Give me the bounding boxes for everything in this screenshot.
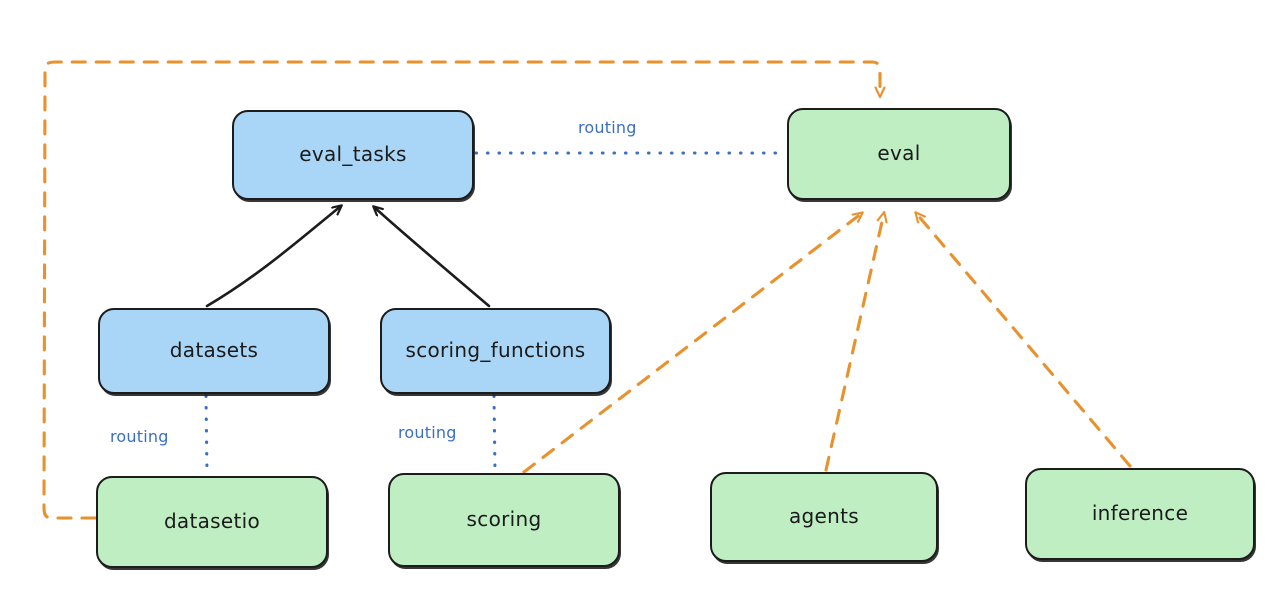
node-datasets[interactable]: datasets (98, 308, 330, 394)
node-label: eval_tasks (299, 142, 407, 166)
node-inference[interactable]: inference (1025, 468, 1255, 560)
node-scoring[interactable]: scoring (388, 473, 620, 567)
node-datasetio[interactable]: datasetio (96, 476, 328, 568)
node-eval-tasks[interactable]: eval_tasks (232, 110, 474, 200)
node-label: inference (1091, 501, 1189, 525)
edge-label-routing-eval-tasks-eval: routing (578, 118, 637, 137)
edge-inference-to-eval-dependency (916, 213, 1132, 468)
edge-datasets-to-eval-tasks (205, 206, 341, 308)
edge-datasets-to-datasetio-routing (204, 394, 209, 476)
node-label: scoring (466, 507, 542, 531)
edge-label-routing-datasets-datasetio: routing (110, 427, 169, 446)
node-label: scoring_functions (405, 338, 586, 362)
node-label: datasetio (163, 509, 261, 533)
edge-label-routing-scoring-functions-scoring: routing (398, 423, 457, 442)
edge-scoring-functions-to-scoring-routing (492, 394, 497, 473)
node-eval[interactable]: eval (787, 108, 1011, 200)
node-scoring-functions[interactable]: scoring_functions (380, 308, 611, 394)
edge-scoring-functions-to-eval-tasks (374, 207, 491, 308)
node-label: eval (877, 141, 921, 165)
node-agents[interactable]: agents (710, 472, 938, 562)
node-label: datasets (169, 338, 259, 362)
node-label: agents (789, 504, 859, 528)
edge-agents-to-eval-dependency (824, 213, 884, 472)
